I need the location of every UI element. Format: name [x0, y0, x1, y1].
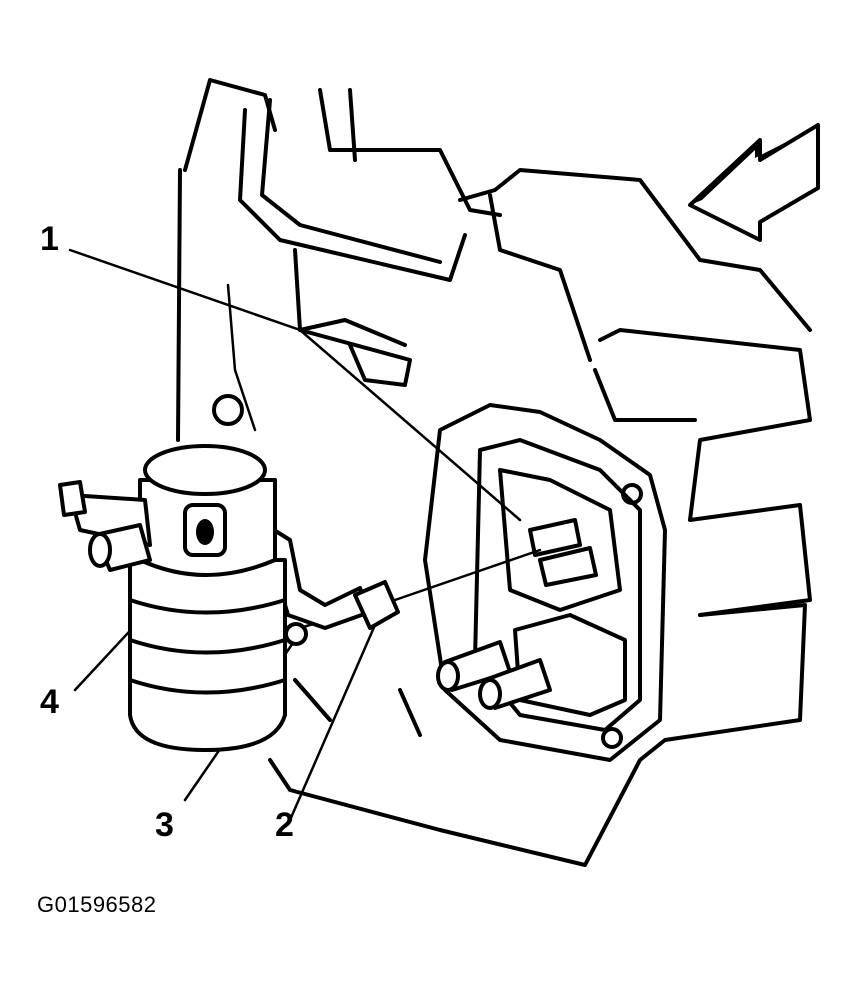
callout-1: 1 [40, 220, 59, 258]
evaporator-plate [423, 403, 667, 762]
direction-arrow [688, 123, 820, 242]
dash-panel [176, 78, 812, 867]
callout-3: 3 [155, 806, 174, 844]
callout-4: 4 [40, 683, 59, 721]
callout-2: 2 [275, 806, 294, 844]
accumulator [58, 444, 287, 752]
figure-id: G01596582 [37, 892, 157, 917]
